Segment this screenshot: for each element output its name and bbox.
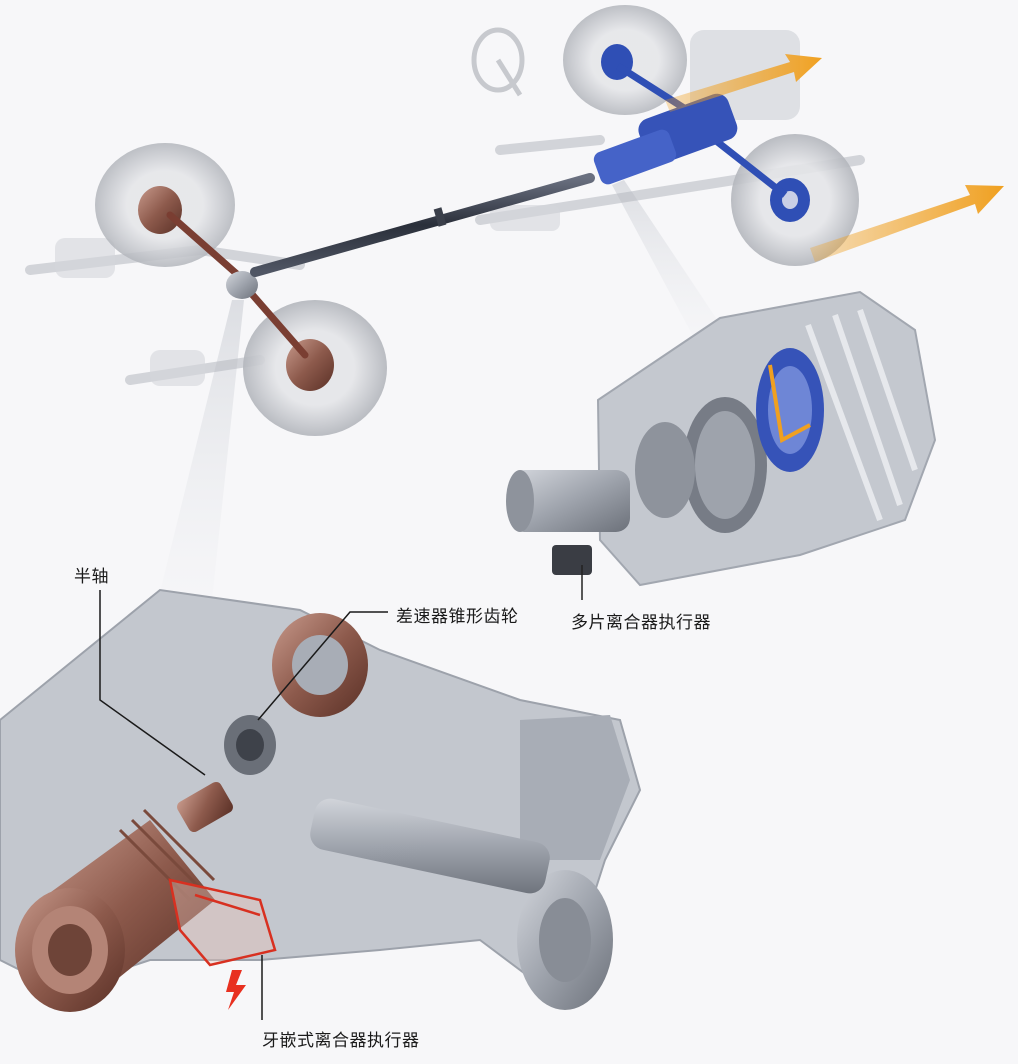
ring-gear-copper <box>272 613 368 717</box>
bevel-gears <box>224 715 276 775</box>
front-right-wheel <box>731 134 859 266</box>
callout-beam-front <box>612 180 724 338</box>
electric-signal-icon <box>226 970 246 1010</box>
clutch-power-arrow <box>768 364 811 444</box>
output-flange-right <box>517 870 613 1010</box>
dog-clutch-actuator-highlight <box>168 878 277 967</box>
rear-differential <box>226 271 258 299</box>
rear-right-wheel <box>243 300 387 436</box>
clutch-ring-gear <box>683 397 767 533</box>
steering-wheel <box>471 27 525 97</box>
label-dog-clutch-actuator: 牙嵌式离合器执行器 <box>262 1031 420 1051</box>
half-shaft-flange <box>15 781 233 1012</box>
rear-axle <box>166 211 309 359</box>
label-half-shaft: 半轴 <box>74 567 109 587</box>
power-flow-arrows <box>665 54 1004 262</box>
leader-lines <box>99 590 388 1020</box>
label-multi-plate-clutch-actuator: 多片离合器执行器 <box>571 613 711 633</box>
label-differential-bevel-gear: 差速器锥形齿轮 <box>396 607 519 627</box>
callout-beam-rear <box>158 300 244 600</box>
rear-left-wheel <box>95 143 235 267</box>
rear-differential-cutaway <box>0 588 642 1012</box>
multi-plate-clutch-cutaway <box>506 290 937 600</box>
propeller-shaft <box>250 173 595 277</box>
clutch-plates <box>756 348 824 472</box>
exhaust-mufflers <box>55 205 560 386</box>
